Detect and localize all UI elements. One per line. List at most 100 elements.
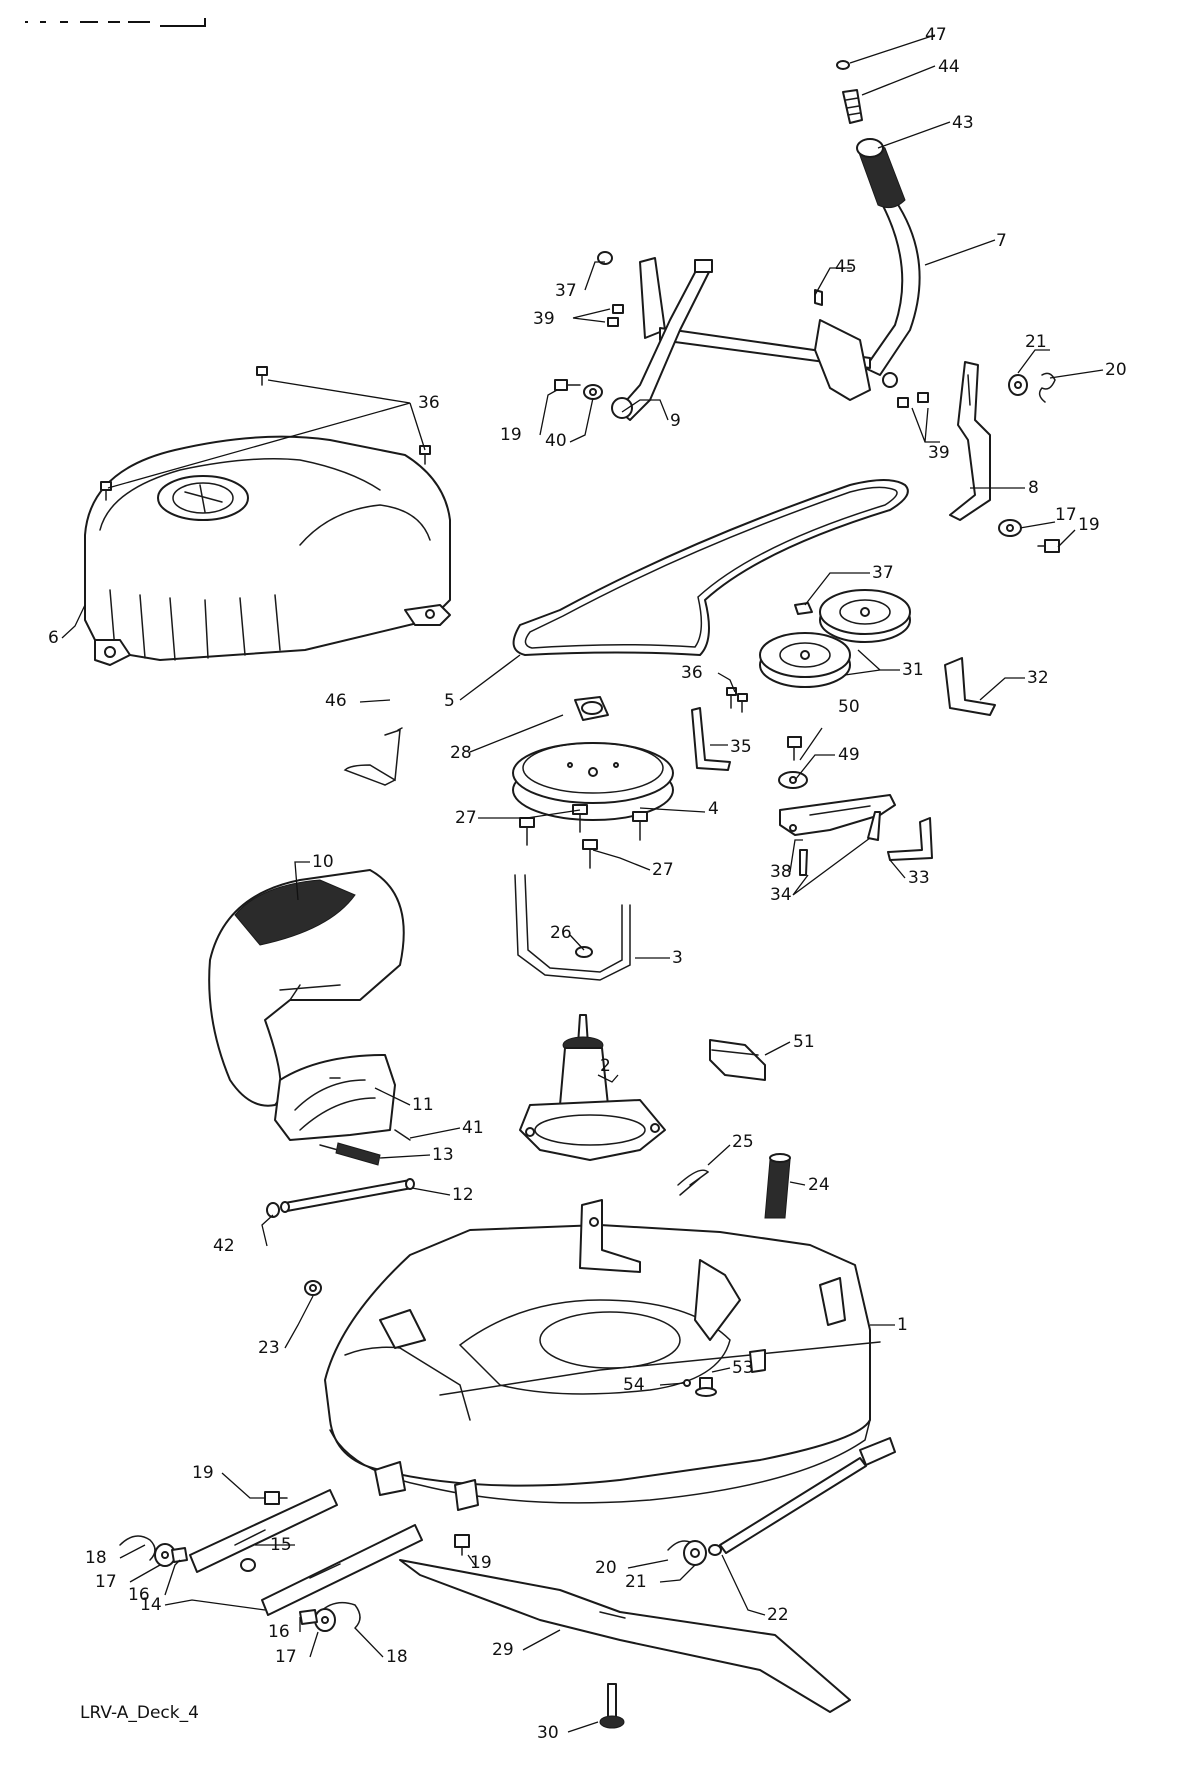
label-18: 18 — [85, 1548, 107, 1568]
label-20: 20 — [1105, 360, 1127, 380]
part-28-nut — [574, 696, 609, 721]
label-36: 36 — [418, 393, 440, 413]
label-44: 44 — [938, 57, 960, 77]
label-47: 47 — [925, 25, 947, 45]
label-19c: 19 — [192, 1463, 214, 1483]
label-42: 42 — [213, 1236, 235, 1256]
small-hardware — [554, 251, 929, 408]
label-45: 45 — [835, 257, 857, 277]
part-12-rod — [280, 1178, 415, 1213]
label-1: 1 — [897, 1315, 908, 1335]
part-31-idler-pulleys — [759, 589, 911, 688]
part-3-bracket — [514, 874, 631, 981]
label-37b: 37 — [872, 563, 894, 583]
label-29: 29 — [492, 1640, 514, 1660]
label-32: 32 — [1027, 668, 1049, 688]
part-26-nut — [575, 946, 593, 958]
label-27: 27 — [455, 808, 477, 828]
part-2-spindle — [519, 1014, 666, 1161]
label-25: 25 — [732, 1132, 754, 1152]
label-22: 22 — [767, 1605, 789, 1625]
label-50: 50 — [838, 697, 860, 717]
label-43: 43 — [952, 113, 974, 133]
label-10: 10 — [312, 852, 334, 872]
part-14-arms — [189, 1489, 423, 1616]
label-17: 17 — [1055, 505, 1077, 525]
label-19b: 19 — [1078, 515, 1100, 535]
label-30: 30 — [537, 1723, 559, 1743]
label-38: 38 — [770, 862, 792, 882]
label-2: 2 — [600, 1056, 611, 1076]
label-53: 53 — [732, 1358, 754, 1378]
label-39: 39 — [533, 309, 555, 329]
part-6-belt-cover — [84, 435, 451, 666]
part-4-pulley — [512, 742, 674, 821]
label-16b: 16 — [268, 1622, 290, 1642]
part-44-grip-end — [842, 89, 863, 124]
label-15: 15 — [270, 1535, 292, 1555]
label-13: 13 — [432, 1145, 454, 1165]
label-27b: 27 — [652, 860, 674, 880]
label-9: 9 — [670, 411, 681, 431]
part-35-bracket — [691, 707, 731, 771]
label-21b: 21 — [625, 1572, 647, 1592]
label-31: 31 — [902, 660, 924, 680]
label-37: 37 — [555, 281, 577, 301]
label-12: 12 — [452, 1185, 474, 1205]
part-22-rod — [708, 1437, 896, 1556]
callout-labels: 47 44 43 7 45 37 39 36 19 40 9 21 20 39 … — [48, 25, 1127, 1743]
label-7: 7 — [996, 231, 1007, 251]
part-5-belt — [512, 479, 909, 656]
part-7-lift-lever — [856, 138, 921, 376]
label-46: 46 — [325, 691, 347, 711]
part-41-rod-end — [394, 1129, 411, 1141]
label-19: 19 — [500, 425, 522, 445]
label-24: 24 — [808, 1175, 830, 1195]
label-18b: 18 — [386, 1647, 408, 1667]
label-54: 54 — [623, 1375, 645, 1395]
diagram-caption: LRV-A_Deck_4 — [80, 1703, 199, 1723]
part-25-pin — [677, 1169, 710, 1196]
label-21: 21 — [1025, 332, 1047, 352]
label-49: 49 — [838, 745, 860, 765]
lift-shaft-assembly — [611, 257, 898, 421]
part-36-bolts-mid — [726, 687, 748, 713]
part-8-bracket — [949, 361, 991, 521]
part-33-bracket — [887, 817, 933, 861]
part-53-54-fitting — [683, 1377, 717, 1397]
label-16: 16 — [128, 1585, 150, 1605]
label-14: 14 — [140, 1595, 162, 1615]
label-36b: 36 — [681, 663, 703, 683]
label-33: 33 — [908, 868, 930, 888]
part-47-cap — [836, 60, 850, 70]
part-30-bolt — [599, 1683, 625, 1729]
part-23-nut — [304, 1280, 322, 1296]
part-13-spring — [319, 1142, 381, 1166]
part-10-discharge-chute — [208, 869, 405, 1107]
label-11: 11 — [412, 1095, 434, 1115]
label-17c: 17 — [275, 1647, 297, 1667]
part-24-spring — [764, 1153, 791, 1219]
part-20-clip-top — [1038, 372, 1056, 403]
label-17b: 17 — [95, 1572, 117, 1592]
part-46-rod — [343, 727, 403, 786]
label-6: 6 — [48, 628, 59, 648]
part-29-blade — [399, 1559, 851, 1713]
corner-marks — [25, 18, 206, 27]
part-21-washer-top — [1008, 374, 1028, 396]
label-26: 26 — [550, 923, 572, 943]
part-15-bushing — [240, 1558, 256, 1572]
part-38-idler-bracket — [779, 794, 896, 876]
label-34: 34 — [770, 885, 792, 905]
part-1-mower-deck — [324, 1199, 881, 1511]
label-3: 3 — [672, 948, 683, 968]
label-23: 23 — [258, 1338, 280, 1358]
label-40: 40 — [545, 431, 567, 451]
label-20b: 20 — [595, 1558, 617, 1578]
part-11-deflector — [274, 1054, 396, 1141]
label-28: 28 — [450, 743, 472, 763]
label-51: 51 — [793, 1032, 815, 1052]
left-arm-hardware — [119, 1491, 707, 1632]
part-49-washer — [778, 771, 808, 789]
part-27-bolts — [519, 804, 648, 869]
